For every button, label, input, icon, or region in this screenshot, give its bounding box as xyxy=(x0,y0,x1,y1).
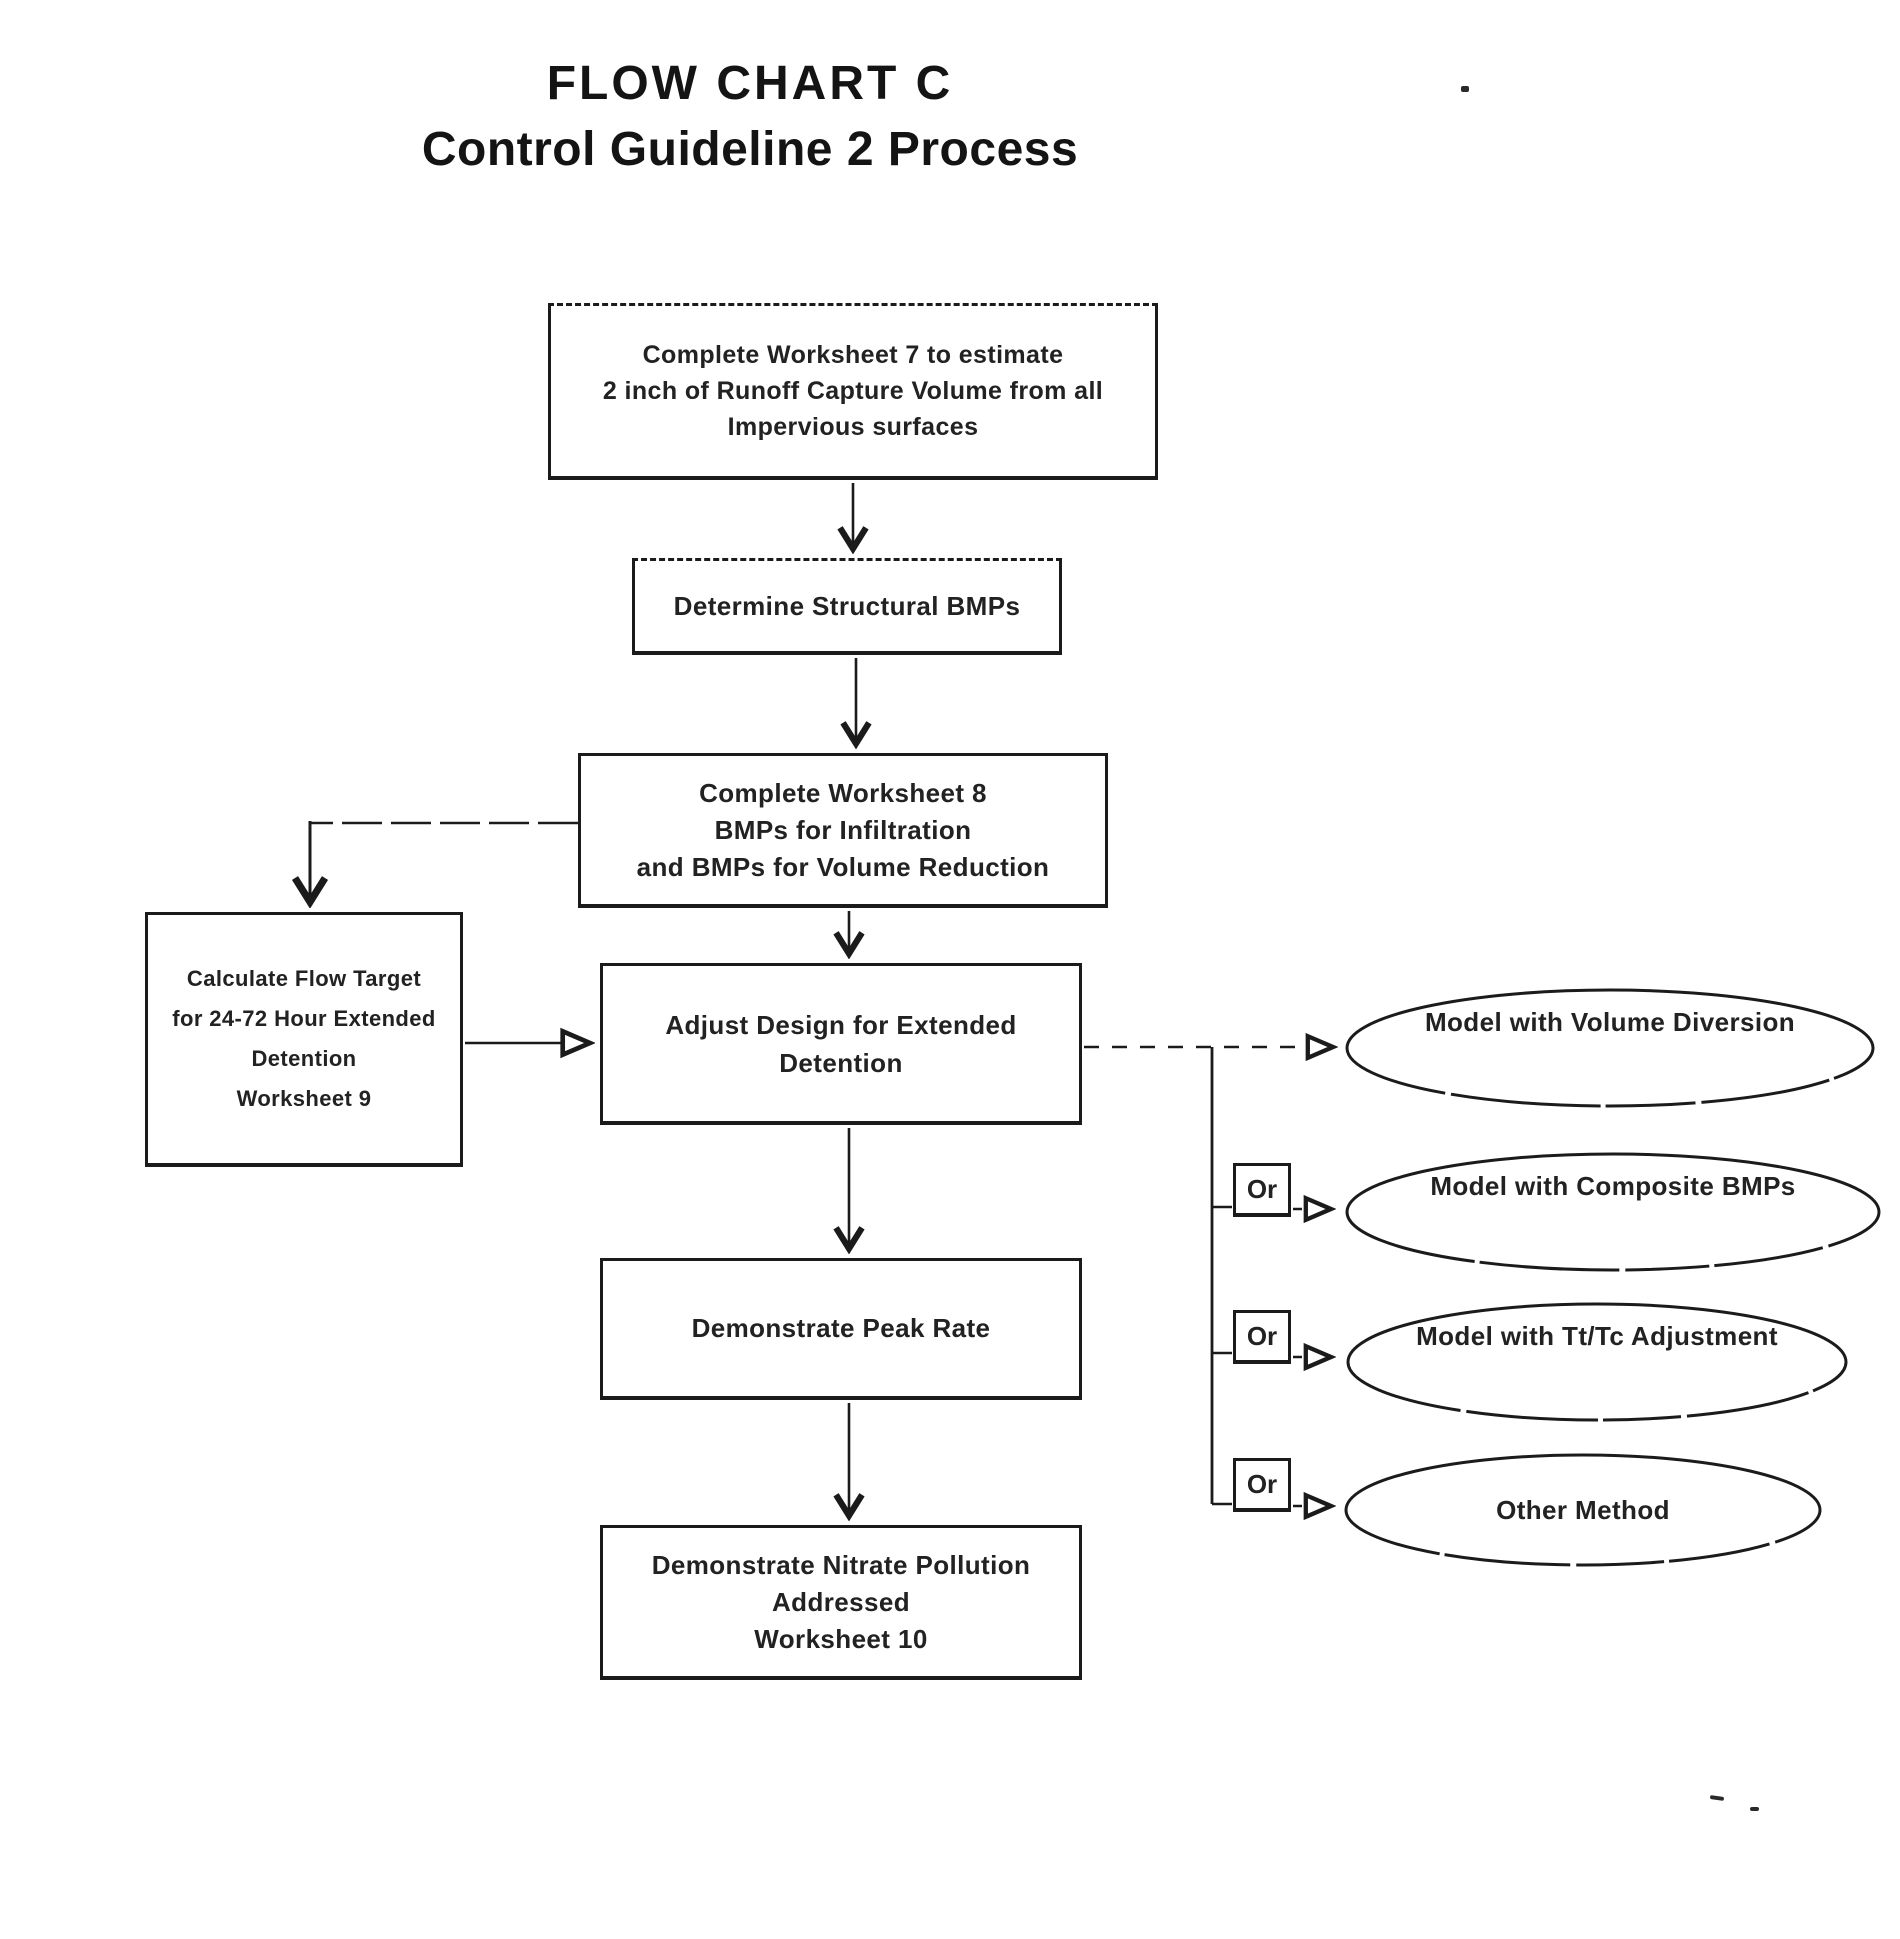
node-other-method: Other Method xyxy=(1375,1492,1791,1529)
scan-speck xyxy=(1461,86,1469,92)
or-connector-2: Or xyxy=(1233,1310,1291,1364)
node-line: Worksheet 10 xyxy=(754,1623,928,1654)
node-line: and BMPs for Volume Reduction xyxy=(636,851,1050,882)
chart-subtitle: Control Guideline 2 Process xyxy=(421,123,1079,176)
node-line: 2 inch of Runoff Capture Volume from all xyxy=(602,377,1104,405)
node-model-composite-bmps: Model with Composite BMPs xyxy=(1390,1168,1836,1205)
node-line: for 24-72 Hour Extended xyxy=(172,1006,436,1031)
node-line: Model with Volume xyxy=(1424,1007,1666,1037)
node-line: Detention xyxy=(251,1046,357,1071)
or-connector-3: Or xyxy=(1233,1458,1291,1512)
node-line: Impervious surfaces xyxy=(727,413,979,441)
chart-title: FLOW CHART C xyxy=(546,57,954,110)
node-complete-worksheet-8: Complete Worksheet 8 BMPs for Infiltrati… xyxy=(578,753,1108,908)
node-line: Calculate Flow Target xyxy=(186,966,422,991)
node-line: Adjustment xyxy=(1630,1321,1778,1351)
or-label: Or xyxy=(1246,1321,1278,1351)
node-line: Addressed xyxy=(772,1586,910,1617)
or-connector-1: Or xyxy=(1233,1163,1291,1217)
node-line: Model with Composite xyxy=(1430,1171,1715,1201)
node-line: Complete Worksheet 8 xyxy=(699,777,987,808)
node-line: BMPs xyxy=(1721,1171,1796,1201)
node-line: Detention xyxy=(779,1047,903,1078)
node-determine-structural-bmps: Determine Structural BMPs xyxy=(632,558,1062,655)
node-adjust-design-extended-detention: Adjust Design for Extended Detention xyxy=(600,963,1082,1125)
or-label: Or xyxy=(1246,1469,1278,1499)
node-complete-worksheet-7: Complete Worksheet 7 to estimate 2 inch … xyxy=(548,303,1158,480)
ellipse-other-method xyxy=(1344,1453,1822,1567)
ellipse-model-composite-bmps xyxy=(1345,1152,1881,1272)
or-label: Or xyxy=(1246,1174,1278,1204)
ellipse-model-volume-diversion xyxy=(1345,988,1875,1108)
node-line: Model with Tt/Tc xyxy=(1416,1321,1625,1351)
ellipse-model-tttc-adjustment xyxy=(1346,1302,1848,1422)
node-line: Determine Structural BMPs xyxy=(673,590,1021,621)
node-line: Worksheet 9 xyxy=(236,1086,372,1111)
node-demonstrate-peak-rate: Demonstrate Peak Rate xyxy=(600,1258,1082,1400)
node-model-volume-diversion: Model with Volume Diversion xyxy=(1390,1004,1830,1041)
node-calculate-flow-target: Calculate Flow Target for 24-72 Hour Ext… xyxy=(145,912,463,1167)
node-line: Demonstrate Nitrate Pollution xyxy=(651,1549,1031,1580)
node-model-tttc-adjustment: Model with Tt/Tc Adjustment xyxy=(1380,1318,1814,1355)
node-demonstrate-nitrate-pollution: Demonstrate Nitrate Pollution Addressed … xyxy=(600,1525,1082,1680)
node-line: Adjust Design for Extended xyxy=(665,1009,1017,1040)
node-line: Other Method xyxy=(1496,1495,1670,1525)
scan-speck xyxy=(1750,1807,1759,1811)
node-line: BMPs for Infiltration xyxy=(714,814,972,845)
node-line: Demonstrate Peak Rate xyxy=(691,1313,991,1343)
node-line: Diversion xyxy=(1672,1007,1796,1037)
node-line: Complete Worksheet 7 to estimate xyxy=(642,341,1064,369)
